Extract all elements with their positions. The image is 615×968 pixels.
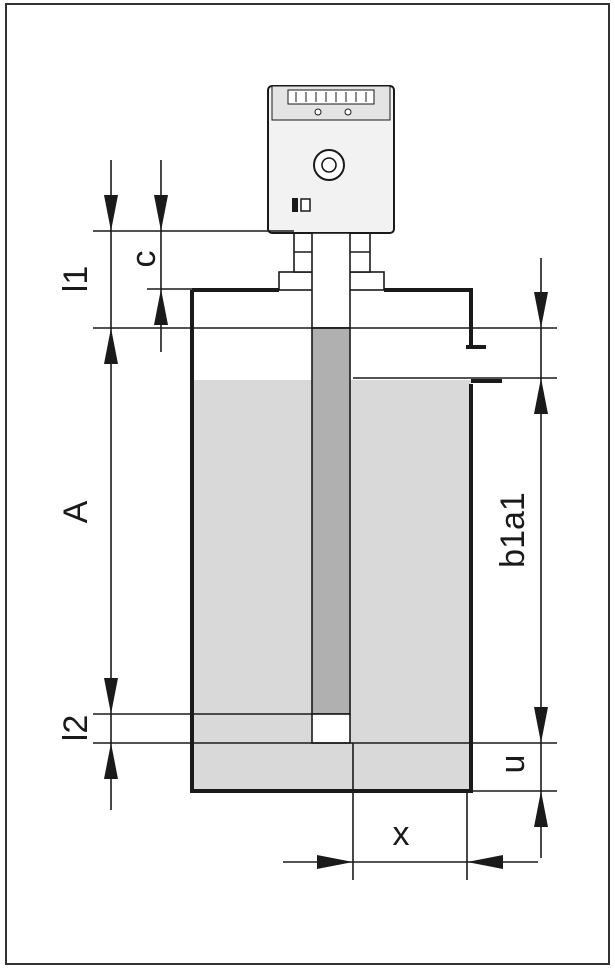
label-l1: l1 (57, 266, 95, 292)
label-c: c (125, 251, 163, 268)
led-ring-icon (313, 149, 345, 181)
label-x: x (393, 815, 410, 853)
label-b1a1: b1a1 (494, 492, 532, 568)
dimension-c (154, 160, 168, 352)
probe-rod-upper (311, 232, 351, 329)
label-A: A (57, 500, 95, 523)
probe-tip (311, 713, 351, 744)
dimension-b1a1 (534, 258, 548, 858)
probe-rod (311, 327, 351, 715)
label-u: u (494, 755, 532, 774)
tank (190, 288, 473, 793)
logo-mark-icon (292, 198, 311, 212)
label-l2: l2 (57, 715, 95, 741)
dimension-x (283, 855, 538, 869)
extension-lines (93, 230, 557, 880)
dimension-l1 (104, 160, 118, 810)
